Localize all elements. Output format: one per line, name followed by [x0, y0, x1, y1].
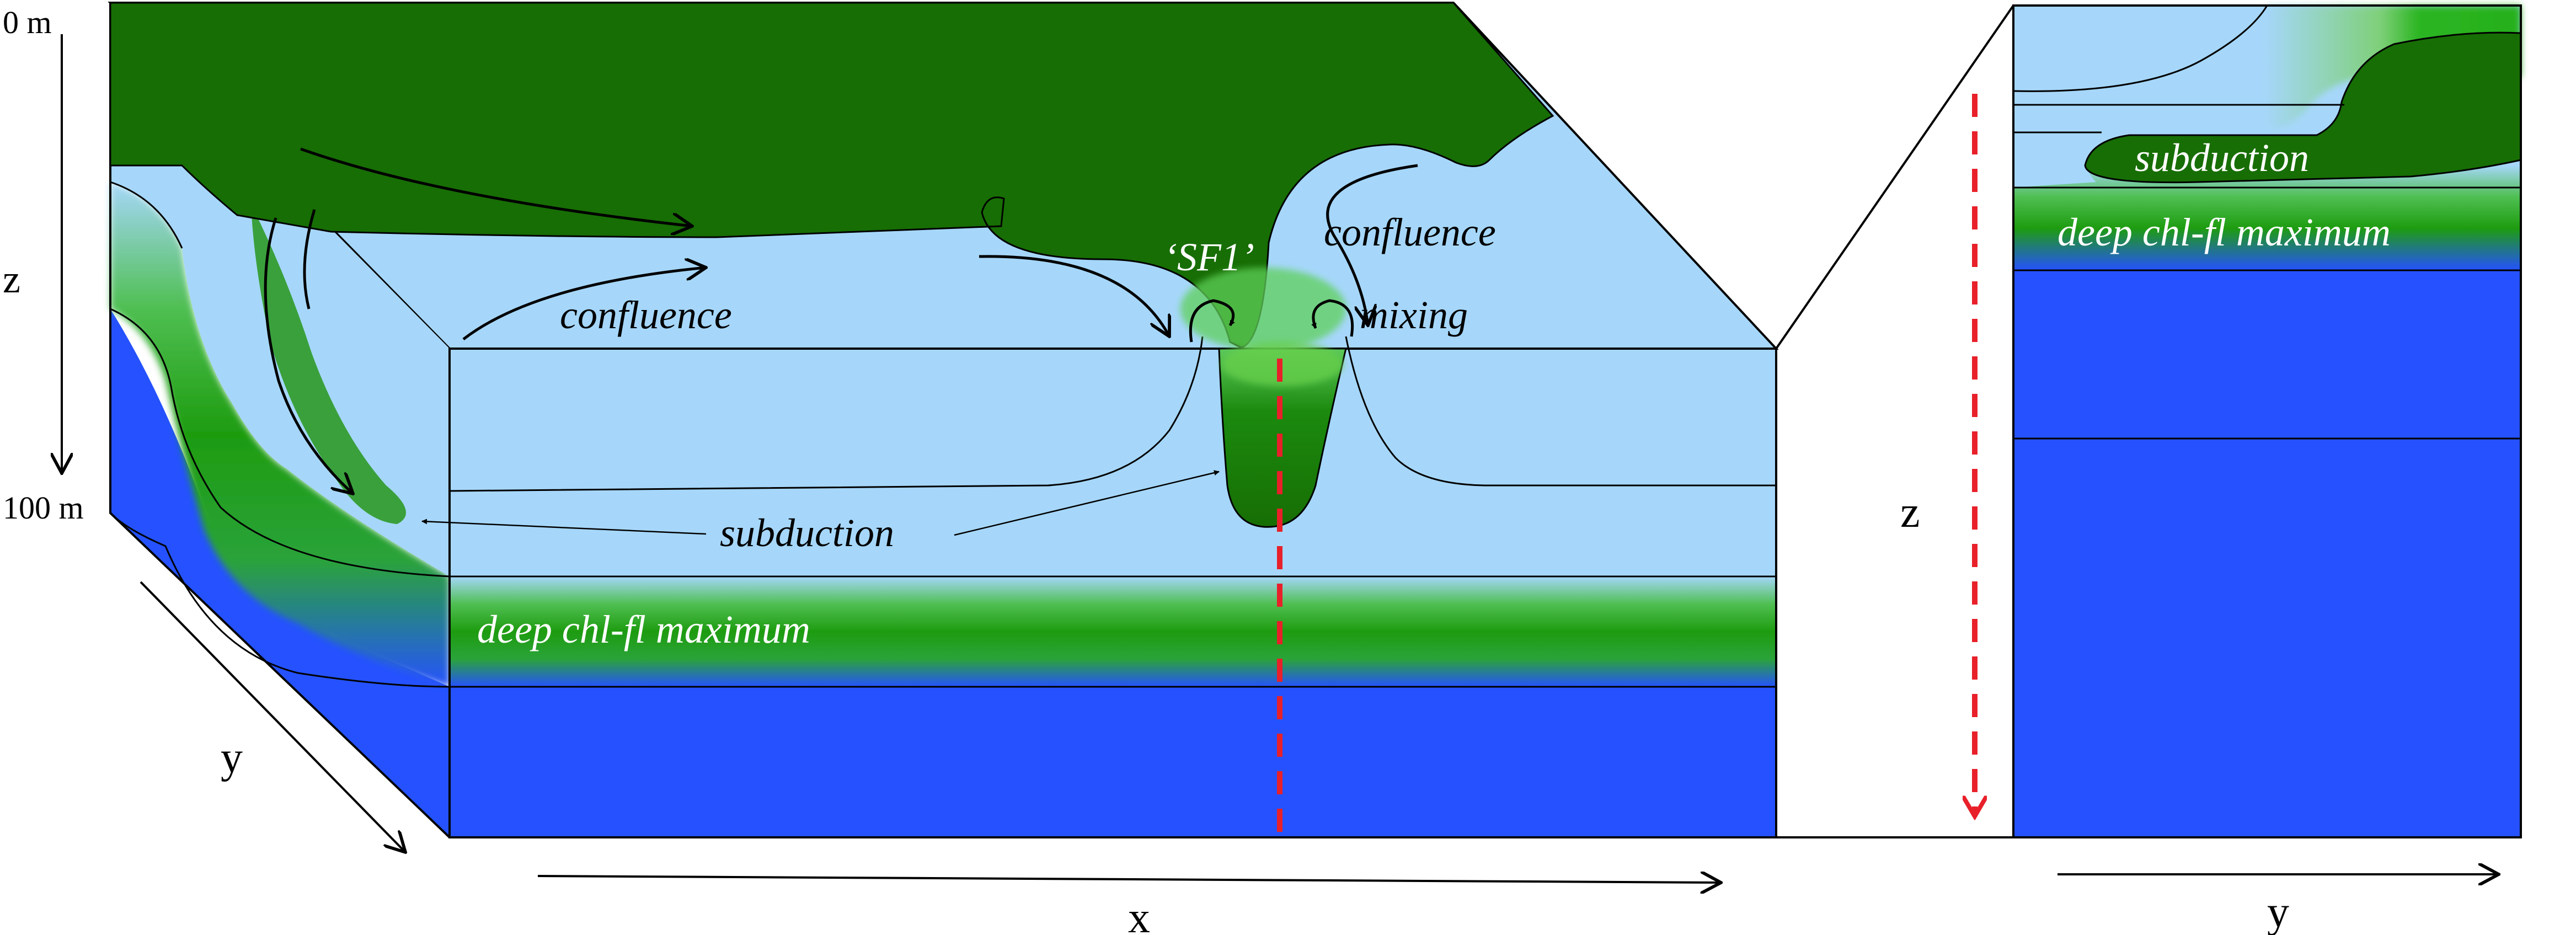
left-face-plume	[251, 204, 406, 524]
front-face-deep	[450, 687, 1776, 837]
side-deep-chl-label: deep chl-fl maximum	[2057, 210, 2391, 254]
labels: 0 m 100 m z y x confluence confluence ‘S…	[3, 4, 2391, 935]
depth-top-label: 0 m	[3, 4, 52, 40]
front-curve-left	[449, 336, 1204, 492]
subduction-pointer-left	[421, 519, 707, 535]
confluence-left-label: confluence	[560, 293, 732, 337]
mixing-label: mixing	[1360, 293, 1468, 337]
left-face-chl-band	[110, 182, 450, 687]
x-axis-arrow	[537, 876, 1721, 883]
left-face-line-2	[110, 308, 450, 578]
main-axes	[62, 34, 1721, 883]
deep-chl-label: deep chl-fl maximum	[477, 607, 810, 651]
subduction-pointer-right	[954, 470, 1220, 536]
connector-top	[1775, 4, 2014, 350]
side-top-curve	[2013, 5, 2268, 92]
side-chl-band	[2013, 165, 2521, 270]
front-face-light	[450, 349, 1776, 576]
side-outline	[2012, 4, 2522, 838]
sf1-label: ‘SF1’	[1164, 235, 1254, 279]
front-face-chl-band	[450, 576, 1776, 687]
depth-bottom-label: 100 m	[3, 490, 84, 526]
main-block	[108, 1, 1779, 838]
left-face-line-1	[110, 181, 183, 249]
y-axis-arrow	[140, 581, 405, 852]
connector-lines	[1775, 4, 2014, 838]
confluence-right-label: confluence	[1324, 210, 1496, 254]
side-green-outline	[2084, 31, 2521, 184]
side-subduction-label: subduction	[2135, 136, 2309, 180]
y-axis-label: y	[221, 734, 243, 782]
left-face-subduction-arrow-2	[303, 209, 316, 309]
right-inflow-arrow	[1326, 164, 1418, 325]
sf1-inflow-arrow	[979, 255, 1169, 336]
sf1-glow	[1180, 268, 1346, 350]
side-z-label: z	[1900, 488, 1920, 537]
subduction-label: subduction	[720, 511, 894, 555]
side-dark-green-layer	[2085, 33, 2521, 183]
front-curve-right	[1345, 336, 1776, 487]
mixing-curl-left	[1189, 299, 1235, 343]
subduction-pointers	[421, 470, 1220, 536]
front-face-outline	[448, 348, 1777, 838]
z-axis-label: z	[3, 257, 20, 301]
side-light-under-green	[2013, 135, 2096, 188]
x-axis-label: x	[1128, 894, 1150, 935]
mixing-curl-right	[1311, 299, 1354, 337]
left-face-line-3	[109, 512, 450, 688]
left-face-deep-layer	[110, 6, 450, 837]
surface-flow-arrow-1	[300, 147, 692, 226]
side-y-label: y	[2267, 888, 2289, 935]
surface-flow-arrow-2	[462, 268, 706, 340]
flow-arrows	[264, 147, 1418, 494]
side-section	[1975, 4, 2522, 874]
left-face-subduction-arrow-1	[264, 217, 353, 494]
